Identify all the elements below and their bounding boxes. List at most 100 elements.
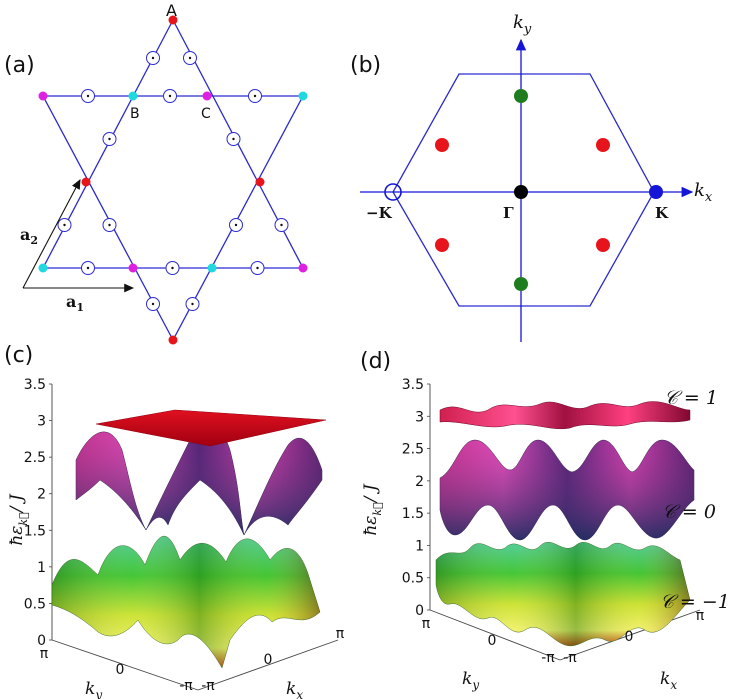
- bond-site-dot: [256, 266, 259, 270]
- point-red: [596, 138, 610, 152]
- y-tick-label: 0.5: [402, 571, 424, 587]
- y-tick-label: 1.5: [402, 506, 424, 522]
- point-red: [435, 138, 449, 152]
- chern-label-bottom: 𝒞 = −1: [660, 591, 730, 613]
- site-cyan: [298, 91, 308, 101]
- x-tick-label: -π: [179, 678, 193, 694]
- ky-axis-label: ky: [513, 12, 532, 37]
- kx-axis-label: kx: [694, 180, 713, 205]
- bond-site-dot: [232, 137, 235, 141]
- y-tick-label: 2.5: [402, 442, 424, 458]
- bond-sites: [57, 51, 289, 311]
- site-red: [81, 177, 91, 187]
- panel-a-label: (a): [4, 53, 35, 78]
- bond-site-dot: [86, 94, 90, 98]
- lattice-triangle-up: [41, 18, 305, 269]
- site-cyan: [128, 91, 138, 101]
- point-red: [435, 238, 449, 252]
- minus-K-label: −K: [366, 204, 393, 222]
- y-tick-label: 1.5: [24, 523, 46, 539]
- y-tick-label: 3.5: [24, 377, 46, 393]
- x-tick-label: π: [696, 608, 705, 624]
- bond-site-dot: [108, 137, 111, 141]
- x-tick-label: 0: [625, 629, 634, 645]
- y-tick-label: 0.5: [24, 596, 46, 612]
- top-band-surface-d: [439, 401, 691, 430]
- K-label: K: [655, 204, 669, 222]
- x-axis-label-kx-d: kx: [660, 669, 677, 692]
- x-tick-label: 0: [488, 633, 497, 649]
- chern-label-top: 𝒞 = 1: [664, 387, 718, 409]
- flat-band-surface-c: [95, 409, 327, 447]
- panel-b-label: (b): [350, 53, 381, 78]
- bond-site-dot: [108, 223, 111, 227]
- site-magenta: [38, 91, 48, 101]
- y-tick-label: 3: [37, 414, 46, 430]
- lower-band-shading-c: [52, 536, 320, 668]
- x-tick-label: 0: [264, 652, 273, 668]
- x-tick-label: 0: [116, 662, 125, 678]
- bond-site-dot: [234, 223, 238, 227]
- lattice-vectors: a1 a2: [20, 179, 135, 314]
- bond-site-dot: [191, 302, 194, 306]
- x-ticks-d: π 0 -π -π 0 π: [422, 608, 705, 666]
- panel-c: (c) 3.532.521.510.50 ħεk⃗/ J π0-π-π0π ky…: [4, 343, 345, 699]
- gamma-label: Γ: [503, 204, 514, 222]
- panel-a: (a) A B C a1 a2: [4, 1, 308, 345]
- point-minus-K: [384, 183, 402, 201]
- site-magenta: [202, 91, 212, 101]
- y-tick-label: 1: [415, 538, 424, 554]
- site-magenta: [128, 263, 138, 273]
- y-tick-label: 2: [415, 474, 424, 490]
- x-tick-label: π: [336, 626, 345, 642]
- bond-site-dot: [280, 223, 283, 227]
- middle-band-shading-c: [76, 426, 322, 535]
- y-ticks-d: 3.5 3 2.5 2 1.5 1 0.5 0: [402, 377, 430, 619]
- bond-site-dot: [253, 94, 257, 98]
- panel-c-label: (c): [4, 343, 33, 368]
- middle-band-shading-d: [440, 440, 694, 540]
- site-red: [255, 177, 265, 187]
- x-tick-label: -π: [541, 650, 555, 666]
- panel-b: (b) kx ky −K Γ K: [350, 12, 713, 342]
- y-tick-label: 1: [37, 560, 46, 576]
- lattice-corner-sites: [38, 15, 308, 345]
- x-axis-label-ky-c: ky: [85, 679, 102, 699]
- y-tick-label: 3: [415, 409, 424, 425]
- point-gamma: [514, 185, 528, 199]
- x-axis-label-kx-c: kx: [286, 679, 303, 699]
- bond-site-dot: [168, 94, 172, 98]
- y-tick-label: 0: [415, 603, 424, 619]
- y-tick-label: 2: [37, 487, 46, 503]
- bond-site-dot: [63, 223, 66, 227]
- bond-site-dot: [151, 56, 155, 60]
- y-axis-label-d: ħεk⃗/ J: [361, 483, 384, 535]
- axis-frame-d: [429, 384, 701, 661]
- vector-a1-label: a1: [66, 292, 84, 314]
- x-ticks-c: π0-π-π0π: [40, 626, 345, 694]
- y-axis-label-c: ħεk⃗/ J: [7, 493, 30, 545]
- y-ticks-c: 3.5 3 2.5 2 1.5 1 0.5 0: [24, 377, 52, 649]
- y-tick-label: 3.5: [402, 377, 424, 393]
- vector-a2-arrow: [22, 179, 81, 289]
- site-magenta: [298, 263, 308, 273]
- panel-d: (d) 3.5 3 2.5 2 1.5 1 0.5 0 ħεk⃗/ J 𝒞 = 1 𝒞 = 0…: [360, 349, 730, 692]
- site-cyan: [38, 263, 48, 273]
- site-A-label: A: [166, 1, 177, 20]
- point-green: [514, 89, 528, 103]
- chern-label-mid: 𝒞 = 0: [662, 501, 716, 523]
- y-tick-label: 2.5: [24, 450, 46, 466]
- y-tick-label: 0: [37, 633, 46, 649]
- point-green: [514, 277, 528, 291]
- site-B-label: B: [130, 106, 140, 122]
- site-cyan: [207, 263, 217, 273]
- x-tick-label: -π: [563, 650, 577, 666]
- x-tick-label: π: [422, 616, 431, 632]
- point-K: [649, 185, 663, 199]
- bond-site-dot: [188, 56, 192, 60]
- panel-d-label: (d): [360, 349, 391, 374]
- bond-site-dot: [151, 302, 155, 306]
- x-tick-label: π: [40, 646, 49, 662]
